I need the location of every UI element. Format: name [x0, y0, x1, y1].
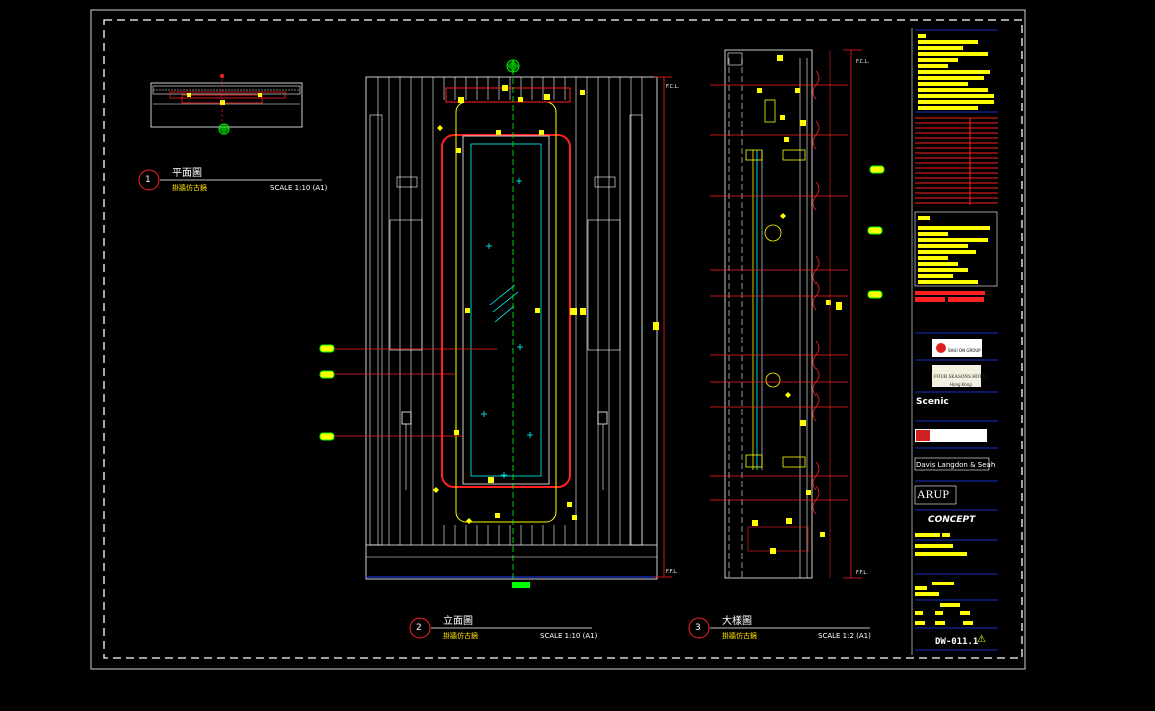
break-mark [812, 367, 820, 397]
note-bar [918, 76, 984, 80]
drawing-number: DW-011.1 [935, 637, 979, 647]
fcl-level-mark-detail: F.C.L. [856, 59, 870, 65]
revision-icon: ⚠ [977, 634, 986, 645]
plan-view [150, 74, 303, 135]
davis-langdon-logo: Davis Langdon & Seah [916, 461, 996, 469]
note-bar [918, 94, 994, 98]
break-mark [812, 181, 820, 211]
view-2-title: 立面圖 [443, 616, 473, 627]
note-bar [918, 34, 926, 38]
note-bar [918, 82, 968, 86]
note-bar [918, 238, 988, 242]
fcl-level-mark-elevation: F.C.L. [666, 84, 680, 90]
break-mark [812, 485, 820, 515]
note-bar [918, 46, 963, 50]
note-bar [918, 52, 988, 56]
view-1-number: 1 [145, 175, 151, 185]
view-2-bubble [409, 617, 431, 639]
note-bar [918, 280, 978, 284]
view-3-scale: SCALE 1:2 (A1) [818, 632, 871, 640]
shui-on-logo: SHUI ON GROUP [948, 348, 981, 353]
break-mark [812, 392, 820, 422]
note-bar [918, 106, 978, 110]
ffl-level-mark-detail: F.F.L. [856, 570, 868, 576]
view-1-bubble [138, 169, 160, 191]
note-bar [918, 216, 930, 220]
break-mark [812, 70, 820, 100]
break-mark [812, 281, 820, 311]
detail-section-view [710, 49, 885, 579]
note-bar [918, 250, 976, 254]
note-bar [918, 232, 948, 236]
sheet-border [90, 9, 1026, 670]
break-mark [812, 340, 820, 370]
view-2-number: 2 [416, 623, 422, 633]
view-1-title: 平面圖 [172, 168, 202, 179]
note-bar [918, 274, 953, 278]
note-bar [918, 40, 978, 44]
view-2-subtitle: 掛牆仿古鏡 [443, 632, 478, 640]
note-bar [918, 244, 968, 248]
ffl-level-mark-elevation: F.F.L. [666, 569, 678, 575]
note-bar [918, 100, 994, 104]
sheet-inner-border [103, 19, 1023, 659]
four-seasons-logo: FOUR SEASONS HOTEL [934, 375, 989, 380]
note-bar [918, 88, 988, 92]
concept-logo: CONCEPT [928, 515, 976, 525]
break-mark [812, 120, 820, 150]
note-bar [918, 256, 948, 260]
note-bar [918, 70, 990, 74]
view-3-title: 大樣圖 [722, 616, 752, 627]
note-bar [918, 262, 958, 266]
view-1-subtitle: 掛牆仿古鏡 [172, 184, 207, 192]
note-bar [918, 226, 990, 230]
break-mark [812, 461, 820, 491]
break-mark [812, 255, 820, 285]
elevation-view [319, 59, 672, 588]
view-3-number: 3 [695, 623, 701, 633]
title-block [911, 28, 998, 655]
scenic-logo: Scenic [916, 397, 949, 407]
view-1-scale: SCALE 1:10 (A1) [270, 184, 328, 192]
view-3-bubble [688, 617, 710, 639]
four-seasons-logo-sub: Hong Kong [950, 382, 972, 387]
view-3-subtitle: 掛牆仿古鏡 [722, 632, 757, 640]
note-bar [918, 58, 958, 62]
note-bar [918, 268, 968, 272]
arup-logo: ARUP [917, 487, 950, 501]
view-2-scale: SCALE 1:10 (A1) [540, 632, 598, 640]
note-bar [918, 64, 948, 68]
